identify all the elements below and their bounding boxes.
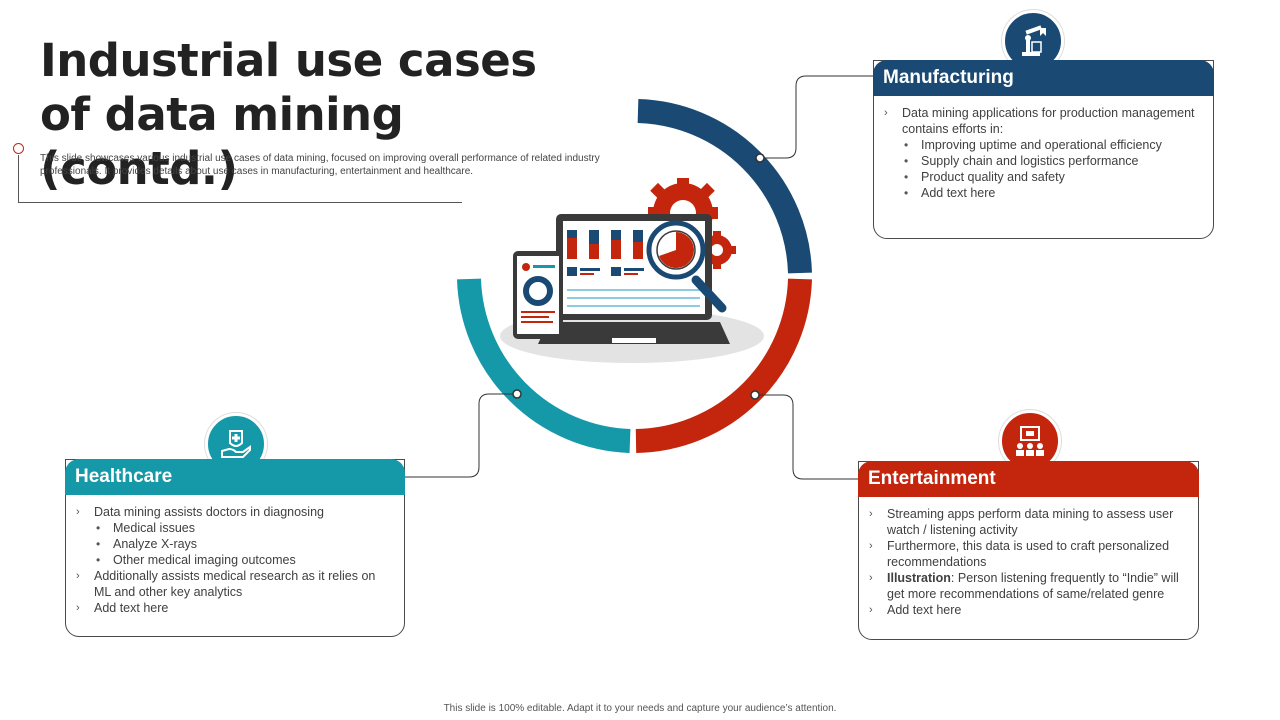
chevron-right-icon: › [76,506,80,518]
list-item: •Product quality and safety [904,170,1065,184]
footer-note: This slide is 100% editable. Adapt it to… [443,703,837,714]
list-item: ›Add text here [869,603,962,617]
connector-dot-healthcare [512,389,522,399]
list-item: •Medical issues [96,521,195,535]
list-item: ›Add text here [76,601,169,615]
manufacturing-card: Manufacturing ›Data mining applications … [873,60,1214,239]
list-item: ›Additionally assists medical research a… [76,569,376,599]
entertainment-card: Entertainment ›Streaming apps perform da… [858,461,1199,640]
illustration-label: Illustration [887,571,951,585]
manufacturing-body: ›Data mining applications for production… [882,105,1203,201]
ring-segment-manufacturing [637,99,812,274]
title-accent-line-horizontal [18,202,462,203]
slide-subtitle: This slide showcases various industrial … [40,153,600,177]
list-item: ›Data mining assists doctors in diagnosi… [76,505,324,519]
entertainment-body: ›Streaming apps perform data mining to a… [867,506,1188,618]
list-item: ›Streaming apps perform data mining to a… [869,507,1174,537]
bullet-icon: • [96,537,101,551]
connector-dot-entertainment [750,390,760,400]
list-item: •Improving uptime and operational effici… [904,138,1162,152]
connector-healthcare [405,393,517,478]
connector-manufacturing [760,75,873,159]
slide-title: Industrial use cases of data mining (con… [40,34,537,195]
list-item: •Add text here [904,186,996,200]
chevron-right-icon: › [869,508,873,520]
chevron-right-icon: › [884,107,888,119]
list-item: •Supply chain and logistics performance [904,154,1139,168]
connector-entertainment [755,394,858,480]
list-item: •Analyze X-rays [96,537,198,551]
healthcare-body: ›Data mining assists doctors in diagnosi… [74,504,394,616]
title-accent-dot [13,143,24,154]
chevron-right-icon: › [869,540,873,552]
healthcare-heading: Healthcare [65,459,405,495]
list-item: ›Furthermore, this data is used to craft… [869,539,1170,569]
chevron-right-icon: › [869,604,873,616]
bullet-icon: • [904,154,909,168]
entertainment-heading: Entertainment [858,461,1199,497]
connector-dot-manufacturing [755,153,765,163]
bullet-icon: • [904,170,909,184]
data-analytics-illustration [500,178,764,363]
bullet-icon: • [96,521,101,535]
list-item: ›Data mining applications for production… [884,106,1195,136]
magnifying-glass-icon [646,220,727,313]
chevron-right-icon: › [869,572,873,584]
healthcare-card: Healthcare ›Data mining assists doctors … [65,459,405,637]
bullet-icon: • [96,553,101,567]
bullet-icon: • [904,186,909,200]
title-accent-line-vertical [18,155,19,202]
chevron-right-icon: › [76,570,80,582]
list-item: •Other medical imaging outcomes [96,553,296,567]
bullet-icon: • [904,138,909,152]
ring-segment-entertainment [635,278,812,453]
chevron-right-icon: › [76,602,80,614]
manufacturing-heading: Manufacturing [873,60,1214,96]
list-item: ›Illustration: Person listening frequent… [869,571,1179,601]
phone-icon [513,251,563,339]
